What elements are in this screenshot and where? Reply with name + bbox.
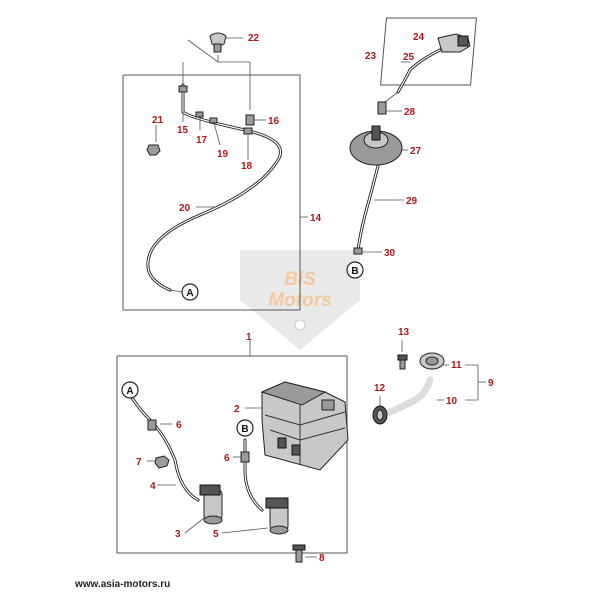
ref-marker-a-top [181,283,199,301]
callout-6-upper: 6 [176,420,182,431]
callout-27: 27 [410,146,422,157]
callout-13: 13 [398,327,410,338]
assembly-box-14 [122,74,301,311]
ref-marker-a-low [121,381,139,399]
watermark-dot [294,319,306,331]
callout-28: 28 [404,107,416,118]
callout-11: 11 [451,360,462,371]
assembly-box-1 [116,355,348,554]
callout-30: 30 [384,248,396,259]
assembly-box-23 [380,17,477,86]
filler-neck-assembly [372,340,486,425]
mounting-bolt-part-8[interactable] [292,544,306,563]
callout-14: 14 [310,213,322,224]
callout-18: 18 [241,161,253,172]
washer-reservoir-part-2[interactable] [260,381,349,471]
ref-label-a-top: A [186,288,193,299]
washer-nozzle-part-22[interactable] [209,32,227,53]
hose-connector-part-6a[interactable] [147,419,157,431]
washer-pump-part-3[interactable] [199,484,223,525]
hose-joint-part-18[interactable] [243,127,253,135]
callout-3: 3 [175,529,181,540]
filler-cap-part-11[interactable] [419,352,445,370]
callout-29: 29 [406,196,418,207]
callout-5: 5 [213,529,219,540]
callout-numbers: 22 21 15 17 19 16 18 20 14 24 23 25 28 2… [136,32,494,564]
callout-15: 15 [177,125,189,136]
rear-washer-assembly: B [346,17,477,279]
ref-label-b-low: B [241,424,248,435]
callout-16: 16 [268,116,280,127]
washer-pump-part-5[interactable] [265,497,289,535]
rear-connector-part-30[interactable] [353,247,363,255]
callout-4: 4 [150,481,156,492]
check-valve-part-16[interactable] [245,114,255,126]
hose-clip-part-21[interactable] [146,144,161,156]
callout-24: 24 [413,32,425,43]
callout-21: 21 [152,115,164,126]
callout-23: 23 [365,51,377,62]
callout-19: 19 [217,149,229,160]
ref-label-b-top: B [351,266,358,277]
hose-joint-part-17[interactable] [195,111,204,118]
reservoir-assembly: A B [116,340,349,563]
callout-8: 8 [319,553,325,564]
rear-nozzle-part-24[interactable] [437,33,471,53]
hose-clip-part-7[interactable] [154,455,170,469]
rear-connector-part-28[interactable] [377,101,387,115]
callout-9: 9 [488,378,494,389]
callout-7: 7 [136,457,142,468]
callout-12: 12 [374,383,386,394]
ref-marker-b-top [346,261,364,279]
washer-hose-part-4[interactable] [128,393,200,502]
hose-connector-part-15[interactable] [178,85,188,93]
callout-10: 10 [446,396,458,407]
callout-17: 17 [196,135,208,146]
callout-6-lower: 6 [224,453,230,464]
hose-joint-part-19[interactable] [209,117,218,124]
screw-part-13[interactable] [397,354,408,370]
callout-25: 25 [403,52,415,63]
hose-connector-part-6b[interactable] [240,451,250,463]
callout-1: 1 [246,332,252,343]
front-hose-assembly: A [122,32,301,311]
ref-marker-b-low [236,419,254,437]
callout-20: 20 [179,203,191,214]
site-url: www.asia-motors.ru [75,579,171,590]
callout-22: 22 [248,33,260,44]
leader-lines [147,61,410,558]
filler-grommet-part-12[interactable] [372,405,388,425]
callout-2: 2 [234,404,240,415]
group-bracket-9 [465,364,479,401]
rear-grommet-part-27[interactable] [349,125,403,166]
ref-label-a-low: A [126,386,133,397]
